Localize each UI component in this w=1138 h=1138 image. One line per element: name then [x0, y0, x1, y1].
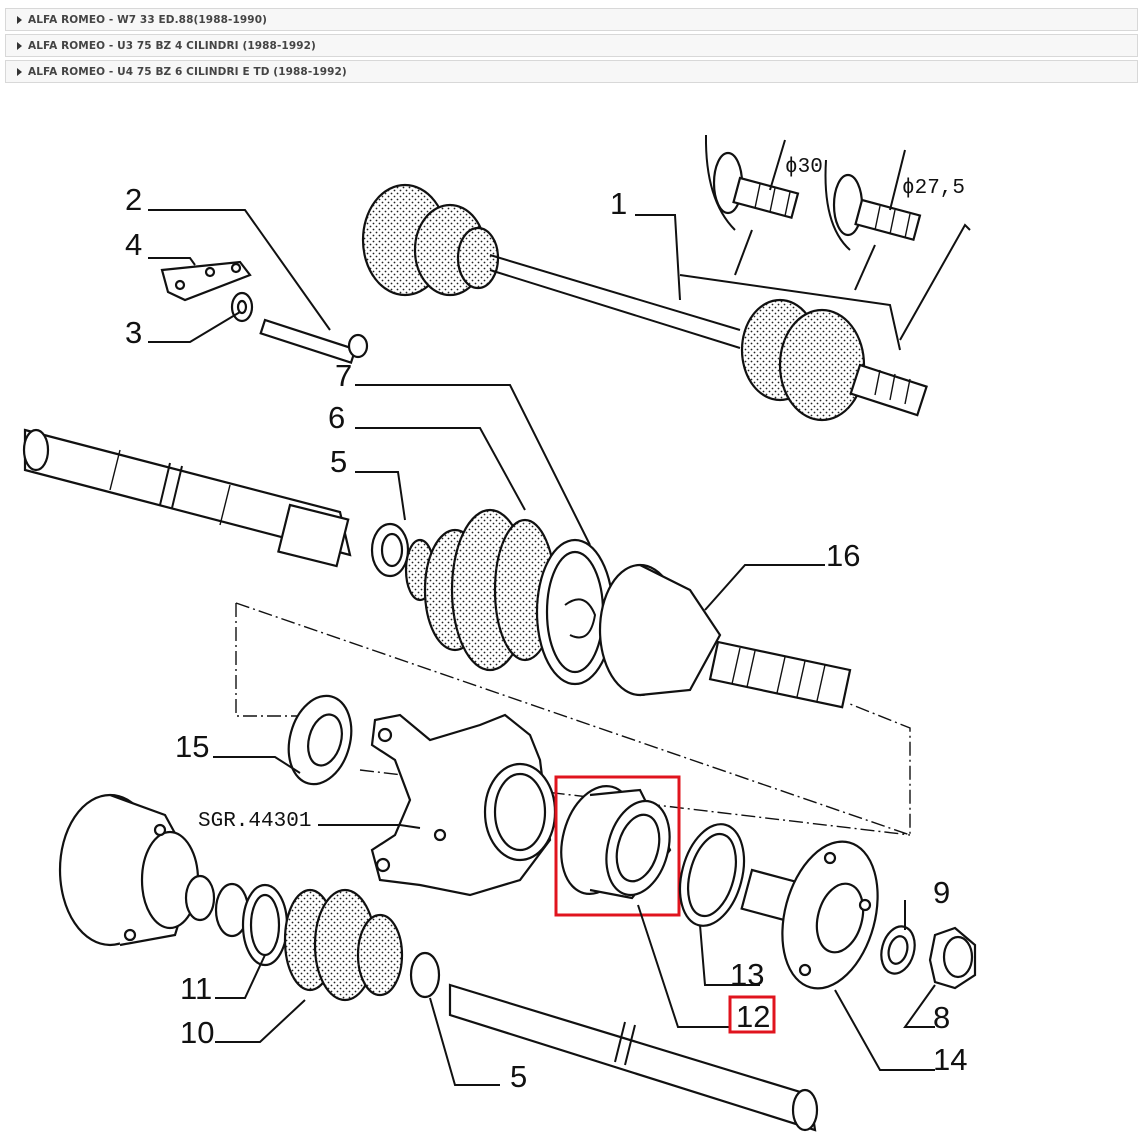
callout-2: 2: [125, 182, 142, 217]
callout-3: 3: [125, 315, 142, 350]
caret-right-icon: [17, 41, 22, 50]
callout-14: 14: [933, 1042, 967, 1077]
callout-10: 10: [180, 1015, 214, 1050]
lower-axle-shaft: [448, 983, 819, 1132]
circlip: [678, 823, 746, 927]
caret-right-icon: [17, 15, 22, 24]
callout-8: 8: [933, 1000, 950, 1035]
seal-ring: [287, 694, 353, 786]
differential-flange: [58, 793, 200, 947]
washer: [880, 925, 916, 975]
washer-small: [230, 291, 254, 323]
callout-11: 11: [180, 971, 212, 1006]
callout-4: 4: [125, 227, 142, 262]
clamp-large-lower: [241, 883, 289, 967]
boot-lower: [283, 888, 404, 1002]
callout-5-upper: 5: [330, 444, 347, 479]
model-accordion: ALFA ROMEO - W7 33 ED.88(1988-1990) ALFA…: [5, 8, 1138, 86]
highlight-box-bearing: [554, 775, 681, 917]
callout-6: 6: [328, 400, 345, 435]
wheel-hub: [740, 840, 879, 990]
leader-lines: [148, 209, 971, 1086]
callout-15: 15: [175, 729, 209, 764]
callout-16: 16: [826, 538, 860, 573]
highlight-box-label-12: [728, 995, 776, 1034]
dimension-phi-30: ϕ30: [785, 156, 823, 179]
caret-right-icon: [17, 67, 22, 76]
accordion-row-u3-75[interactable]: ALFA ROMEO - U3 75 BZ 4 CILINDRI (1988-1…: [5, 34, 1138, 57]
part-ref-sgr: SGR.44301: [198, 810, 311, 833]
boot: [404, 508, 557, 672]
callout-12: 12: [736, 999, 770, 1034]
clamp-large: [535, 538, 615, 686]
accordion-row-u4-75[interactable]: ALFA ROMEO - U4 75 BZ 6 CILINDRI E TD (1…: [5, 60, 1138, 83]
callout-5-lower: 5: [510, 1059, 527, 1094]
wheel-bearing: [560, 785, 672, 900]
drive-shaft-complete: [361, 183, 928, 422]
accordion-row-label: ALFA ROMEO - U3 75 BZ 4 CILINDRI (1988-1…: [28, 39, 316, 52]
callout-13: 13: [730, 957, 764, 992]
accordion-row-w7-33[interactable]: ALFA ROMEO - W7 33 ED.88(1988-1990): [5, 8, 1138, 31]
callout-9: 9: [933, 875, 950, 910]
lock-plate: [160, 260, 252, 302]
callout-1: 1: [610, 186, 627, 221]
accordion-row-label: ALFA ROMEO - W7 33 ED.88(1988-1990): [28, 13, 267, 26]
hub-carrier: [370, 713, 557, 897]
accordion-row-label: ALFA ROMEO - U4 75 BZ 6 CILINDRI E TD (1…: [28, 65, 347, 78]
cv-joint-outer: [598, 563, 852, 709]
clamp-small-lower: [184, 874, 250, 938]
assembly-outline: [235, 603, 304, 717]
dimension-phi-27-5: ϕ27,5: [902, 177, 965, 200]
shaft-end-detail-27-5: [824, 149, 922, 291]
middle-axle-shaft: [22, 428, 352, 568]
clamp-lower: [409, 951, 441, 999]
clamp-small: [370, 522, 410, 578]
bolt: [259, 318, 369, 365]
callout-7: 7: [335, 358, 352, 393]
hub-nut: [928, 926, 977, 990]
shaft-end-detail-30: [704, 134, 800, 276]
